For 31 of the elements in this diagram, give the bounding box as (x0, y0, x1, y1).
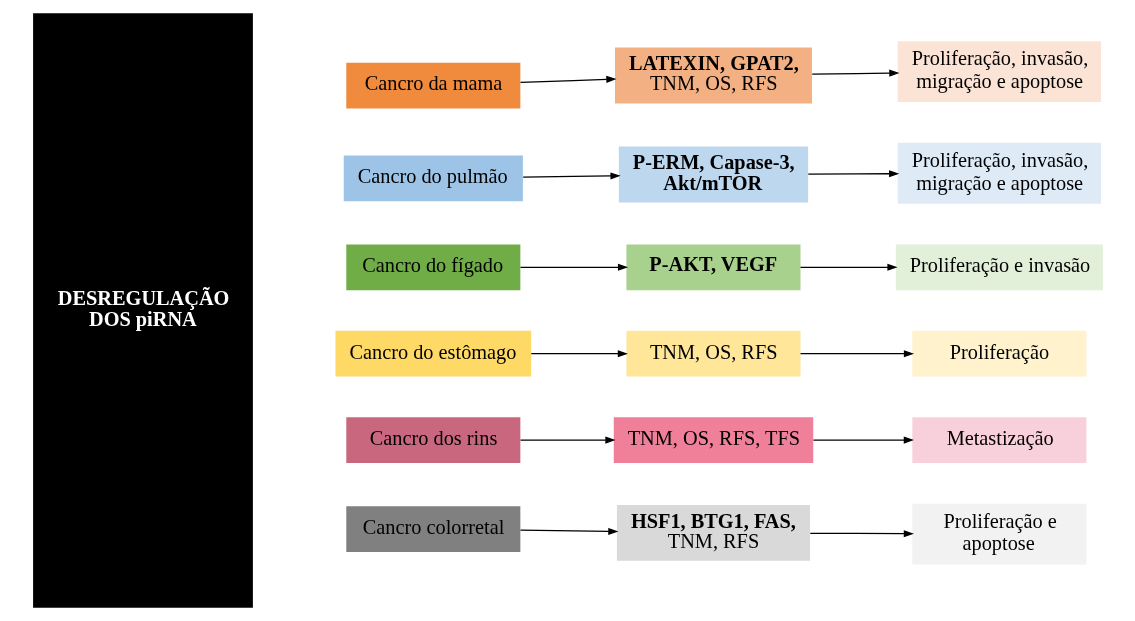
node-box: Metastização (911, 417, 1086, 463)
node-box: TNM, OS, RFS, TFS (613, 417, 813, 463)
arrow (522, 172, 621, 180)
node-box: DESREGULAÇÃO DOS piRNA (32, 13, 253, 608)
node-box: Cancro do pulmão (343, 155, 523, 202)
node-box: P-ERM, Capase-3, Akt/mTOR (618, 146, 808, 203)
node-box: Cancro do estômago (335, 330, 531, 377)
arrow (530, 350, 628, 358)
node-box: Proliferação e invasão (895, 244, 1103, 291)
arrow (807, 170, 899, 178)
node-box: Cancro dos rins (345, 417, 520, 463)
node-box: Proliferação e apoptose (911, 503, 1086, 565)
node-box: LATEXIN, GPAT2, TNM, OS, RFS (614, 47, 812, 104)
arrow (519, 436, 615, 444)
arrow (809, 530, 914, 538)
node-box: TNM, OS, RFS (625, 330, 800, 377)
node-box: Cancro do fígado (345, 244, 520, 291)
arrow (519, 75, 616, 84)
arrow (799, 263, 898, 271)
arrow (519, 263, 628, 271)
arrow (519, 527, 618, 535)
node-box: Cancro da mama (345, 62, 520, 109)
arrow (812, 436, 914, 444)
arrow (811, 69, 899, 77)
node-box: Proliferação (911, 330, 1086, 377)
node-box: Proliferação, invasão, migração e apoptose (897, 142, 1101, 204)
node-box: HSF1, BTG1, FAS, TNM, RFS (616, 504, 810, 561)
node-box: Proliferação, invasão, migração e apoptose (897, 41, 1101, 103)
node-box: P-AKT, VEGF (625, 244, 800, 291)
node-box: Cancro colorretal (345, 506, 520, 552)
arrow (799, 350, 914, 358)
